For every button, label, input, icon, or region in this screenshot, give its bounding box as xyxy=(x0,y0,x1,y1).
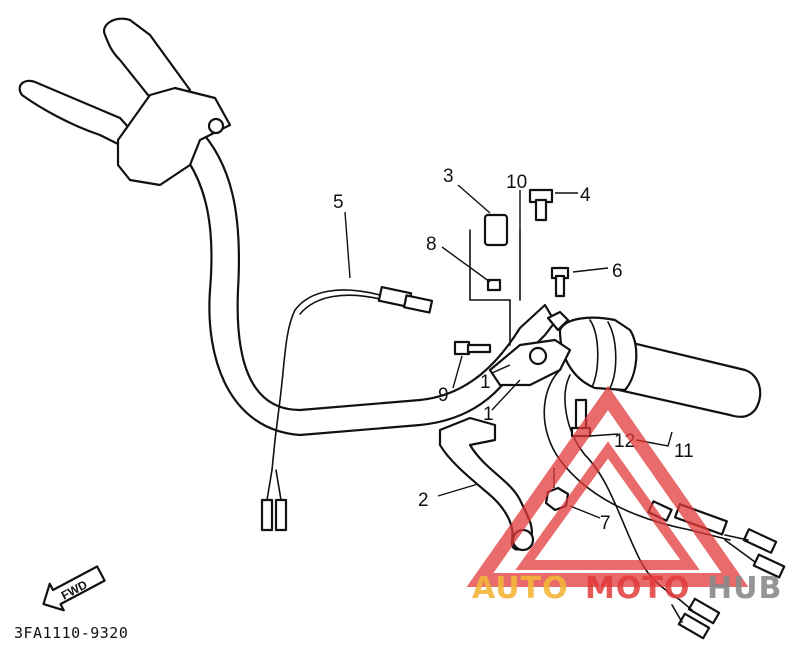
lever-holder xyxy=(488,310,572,387)
bolt-4 xyxy=(528,188,554,222)
callout-7: 7 xyxy=(600,513,611,534)
callout-6: 6 xyxy=(612,261,623,282)
fwd-arrow: FWD xyxy=(42,565,106,612)
left-grip xyxy=(102,17,192,112)
watermark-brand-auto: AUTO xyxy=(472,571,569,606)
callout-5: 5 xyxy=(333,192,344,213)
bolt-9 xyxy=(453,340,492,356)
part-code: 3FA1110-9320 xyxy=(14,624,128,642)
watermark-brand-hub: HUB xyxy=(707,571,782,606)
callout-1-right: 1 xyxy=(483,404,494,425)
throttle-cable xyxy=(260,285,434,532)
callout-1-left: 1 xyxy=(480,372,491,393)
callout-4: 4 xyxy=(580,185,591,206)
callout-9: 9 xyxy=(438,385,449,406)
screw-6 xyxy=(550,266,570,298)
watermark-logo-icon xyxy=(466,385,749,587)
handlebar-tube xyxy=(158,118,557,437)
watermark-brand-moto: MOTO xyxy=(585,571,690,606)
callout-11: 11 xyxy=(674,441,694,462)
automotohub-watermark: AUTO MOTO HUB xyxy=(466,385,782,606)
callout-8: 8 xyxy=(426,234,437,255)
callout-2: 2 xyxy=(418,490,429,511)
clamp-3 xyxy=(469,213,521,346)
screw-8 xyxy=(486,278,502,292)
throttle-grip xyxy=(558,316,762,418)
callout-3: 3 xyxy=(443,166,454,187)
left-switch-housing xyxy=(116,86,232,187)
callout-10: 10 xyxy=(506,172,527,193)
